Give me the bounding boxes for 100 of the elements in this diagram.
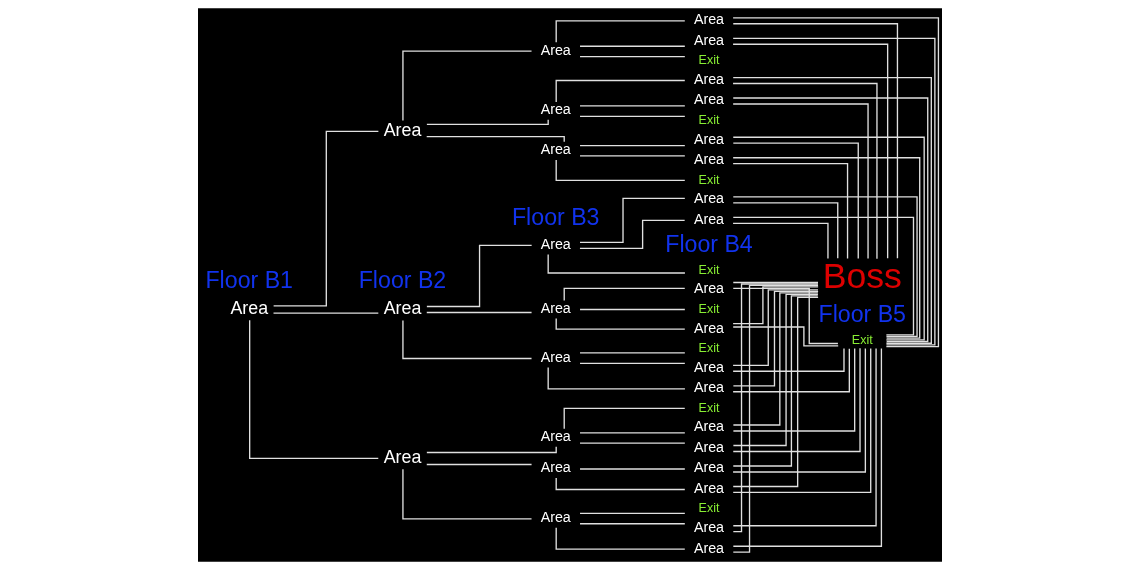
connector [555, 20, 686, 43]
node-text: Area [540, 348, 571, 365]
connector [732, 347, 861, 453]
node-text: Exit [851, 332, 873, 347]
connector [426, 136, 565, 143]
label: Floor B4 [665, 230, 753, 257]
connector [579, 523, 686, 525]
node-text: Exit [698, 262, 720, 277]
node-text: Area [693, 190, 725, 207]
node-text: Area [540, 101, 571, 118]
connector [426, 311, 533, 314]
connector [426, 446, 557, 454]
connector [732, 347, 845, 372]
connector [579, 219, 686, 249]
connector [563, 407, 686, 430]
connector [272, 312, 379, 314]
connector [426, 119, 549, 126]
connector [579, 56, 686, 58]
node-text: Area [693, 70, 725, 87]
connector [426, 463, 533, 466]
node-text: Area [540, 299, 571, 316]
connector [579, 442, 686, 444]
connector [579, 512, 686, 514]
connector [579, 45, 686, 47]
connector [732, 163, 849, 260]
connector [732, 202, 839, 260]
label: Floor B1 [205, 266, 293, 293]
node-text: Area [693, 130, 725, 147]
connector [555, 79, 686, 103]
node-text: Area [693, 379, 725, 396]
node-text: Area [693, 31, 725, 48]
node-text: Area [540, 235, 571, 252]
node-text: Area [693, 358, 725, 375]
node-text: Area [693, 280, 725, 297]
connector [732, 348, 850, 393]
connector [272, 130, 380, 307]
connector [732, 289, 819, 366]
connector [732, 290, 819, 387]
node-text: Area [693, 151, 725, 168]
connector [547, 253, 686, 274]
connector [249, 319, 379, 459]
connector [732, 326, 839, 347]
node-text: Area [693, 539, 725, 556]
connector [555, 317, 686, 330]
node-text: Area [693, 418, 725, 435]
connector [579, 362, 686, 365]
node-text: Area [693, 479, 725, 496]
connector [732, 287, 839, 345]
node-text: Area [540, 509, 571, 526]
label: Floor B3 [511, 204, 600, 231]
node-text: Area [383, 297, 422, 318]
connector [732, 196, 918, 338]
connector [579, 105, 686, 107]
connector [732, 347, 872, 494]
connector [555, 159, 686, 181]
connector [555, 527, 686, 550]
connector [732, 216, 915, 336]
node-text: Boss [822, 256, 902, 297]
connector [579, 197, 686, 244]
connector [579, 468, 686, 470]
connector [732, 142, 859, 260]
node-text: Exit [698, 112, 720, 127]
label: Floor B5 [818, 301, 907, 328]
connector [732, 222, 829, 260]
node-text: Area [540, 428, 571, 445]
connector [579, 115, 686, 118]
node-text: Area [540, 41, 571, 58]
node-text: Area [693, 11, 725, 28]
node-text: Exit [698, 341, 720, 355]
node-text: Exit [698, 172, 720, 187]
label: Floor B2 [358, 266, 447, 293]
node-text: Area [540, 141, 571, 158]
node-text: Area [383, 446, 422, 467]
connector [579, 155, 686, 157]
connector [579, 144, 686, 147]
connector [426, 244, 533, 308]
node-text: Area [693, 438, 725, 455]
node-text: Exit [698, 400, 720, 415]
connector [732, 103, 869, 260]
node-text: Exit [698, 301, 720, 316]
connector [579, 432, 686, 434]
node-text: Area [383, 119, 422, 140]
node-text: Area [693, 319, 725, 336]
node-text: Area [693, 210, 725, 227]
connector [732, 82, 878, 260]
node-text: Area [693, 459, 725, 476]
connector [732, 286, 819, 325]
connector [732, 347, 856, 432]
connector [402, 319, 533, 360]
node-text: Area [693, 91, 725, 108]
node-text: Area [540, 459, 571, 476]
connector [579, 308, 686, 311]
node-text: Exit [698, 53, 720, 68]
node-text: Exit [698, 501, 720, 516]
connector [579, 352, 686, 354]
node-text: Area [230, 297, 269, 318]
connector [547, 366, 686, 390]
connector [402, 50, 533, 122]
connector [732, 347, 867, 473]
connector [563, 287, 686, 302]
